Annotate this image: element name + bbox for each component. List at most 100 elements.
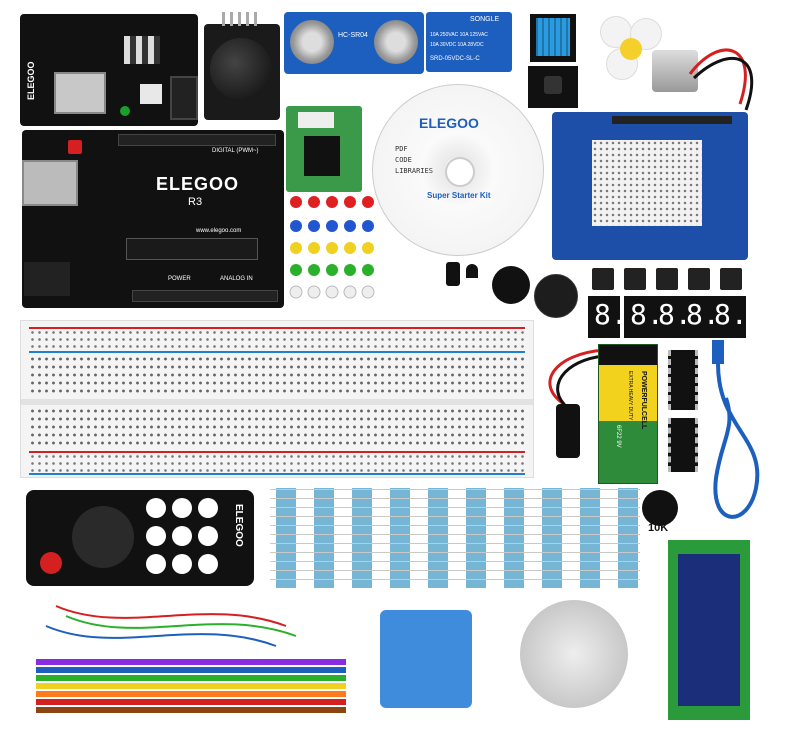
board-brand: ELEGOO: [156, 174, 240, 194]
software-cd: ELEGOO PDF CODE LIBRARIES Super Starter …: [372, 84, 544, 256]
board-model: R3: [188, 196, 203, 208]
ir-remote: ELEGOO: [26, 490, 254, 586]
power-supply-module: ELEGOO: [20, 14, 198, 126]
cd-line-2: CODE: [395, 156, 412, 164]
fan-blade: [596, 14, 664, 82]
red-leds: [290, 196, 374, 208]
usb-cable: [712, 340, 760, 519]
pin-headers: [124, 36, 160, 64]
arduino-board: DIGITAL (PWM~) ELEGOO R3 www.elegoo.com …: [22, 130, 284, 308]
white-leds: [289, 285, 375, 299]
transducer-right: [374, 20, 418, 64]
jumper-wires: [36, 605, 346, 713]
battery-model: 6F22 9V: [615, 425, 621, 448]
push-buttons: [592, 268, 742, 290]
nine-volt-battery: POWERFULCELL EXTRA HEAVY DUTY 6F22 9V: [598, 344, 658, 484]
shift-register-ic-top: [668, 350, 698, 410]
ir-receiver-icon: [544, 76, 562, 94]
board-digital-label: DIGITAL (PWM~): [212, 148, 259, 154]
lcd-screen: [678, 554, 740, 706]
cd-hole: [445, 157, 475, 187]
digit: 8.: [658, 298, 692, 331]
joystick-pins: [222, 12, 262, 26]
remote-dpad: [72, 506, 134, 568]
remote-power-button: [40, 552, 62, 574]
bottom-header: [132, 290, 278, 302]
shield-header: [612, 116, 732, 124]
usb-b-port: [22, 160, 78, 206]
led-array: [289, 196, 375, 299]
remote-number-keys: [146, 498, 242, 578]
ultrasonic-model: HC-SR04: [338, 32, 368, 39]
board-url: www.elegoo.com: [196, 228, 242, 234]
digit: 8.: [686, 298, 720, 331]
resistor-rows: [270, 488, 640, 588]
temperature-humidity-sensor: [530, 14, 576, 62]
relay-module: SONGLE 10A 250VAC 10A 125VAC 10A 30VDC 1…: [426, 12, 512, 72]
servo-motor: [380, 610, 472, 708]
mini-breadboard: [592, 140, 702, 226]
terminal-area-top: [29, 355, 525, 397]
shift-register-ic-bottom: [668, 418, 698, 472]
stepper-driver-board: [286, 106, 362, 192]
potentiometer: [642, 490, 678, 526]
electrolytic-capacitor: [446, 262, 460, 286]
green-leds: [290, 264, 374, 276]
fan-hub: [620, 38, 642, 60]
led-green: [120, 106, 130, 116]
lcd-module: [668, 540, 750, 720]
battery-type: EXTRA HEAVY DUTY: [627, 371, 633, 421]
digit: 8.: [630, 298, 664, 331]
breadboard: [20, 320, 534, 478]
sensor-grid: [536, 18, 570, 56]
relay-spec1: 10A 250VAC 10A 125VAC: [430, 32, 488, 38]
dc-jack: [170, 76, 198, 120]
top-header: [118, 134, 276, 146]
terminal-area-bottom: [29, 407, 525, 449]
driver-connector: [298, 112, 334, 128]
prototype-shield: [552, 112, 748, 260]
battery-brand: POWERFULCELL: [640, 371, 647, 430]
reset-button: [68, 140, 82, 154]
microcontroller-chip: [126, 238, 258, 260]
digit: 8.: [594, 298, 628, 331]
cd-brand: ELEGOO: [419, 115, 479, 131]
power-switch: [140, 84, 162, 104]
usb-port: [54, 72, 106, 114]
relay-brand: SONGLE: [470, 16, 500, 23]
center-channel: [21, 399, 533, 405]
seven-segment-single: 8.: [588, 296, 628, 338]
cd-product-name: Super Starter Kit: [427, 191, 491, 200]
joystick-module: [204, 24, 280, 120]
relay-spec2: 10A 30VDC 10A 28VDC: [430, 42, 484, 48]
transducer-left: [290, 20, 334, 64]
driver-chip: [304, 136, 340, 176]
relay-model: SRD-05VDC-SL-C: [430, 56, 480, 62]
potentiometer-value: 10K: [648, 522, 669, 534]
stepper-motor: [520, 600, 628, 708]
blue-leds: [290, 220, 374, 232]
cd-line-3: LIBRARIES: [395, 167, 433, 175]
remote-brand: ELEGOO: [233, 504, 244, 547]
buzzer-active: [492, 266, 530, 304]
ir-receiver-module: [528, 66, 578, 108]
yellow-leds: [290, 242, 374, 254]
power-rail-top: [29, 327, 525, 353]
board-analog-label: ANALOG IN: [220, 276, 253, 282]
seven-segment-quad: 8. 8. 8. 8.: [624, 296, 748, 338]
transistor: [466, 264, 478, 278]
dc-motor: [652, 50, 698, 92]
motor-wires: [688, 48, 754, 111]
cd-line-1: PDF: [395, 145, 408, 153]
barrel-jack: [24, 262, 70, 296]
ultrasonic-sensor: HC-SR04: [284, 12, 424, 74]
board-power-label: POWER: [168, 276, 191, 282]
digit: 8.: [714, 298, 748, 331]
joystick-knob: [210, 38, 272, 100]
brand-label: ELEGOO: [26, 61, 36, 100]
battery-label-band: [599, 365, 657, 421]
power-rail-bottom: [29, 451, 525, 475]
battery-clip-wire: [548, 348, 605, 458]
buzzer-passive: [534, 274, 578, 318]
battery-cap: [599, 345, 657, 365]
